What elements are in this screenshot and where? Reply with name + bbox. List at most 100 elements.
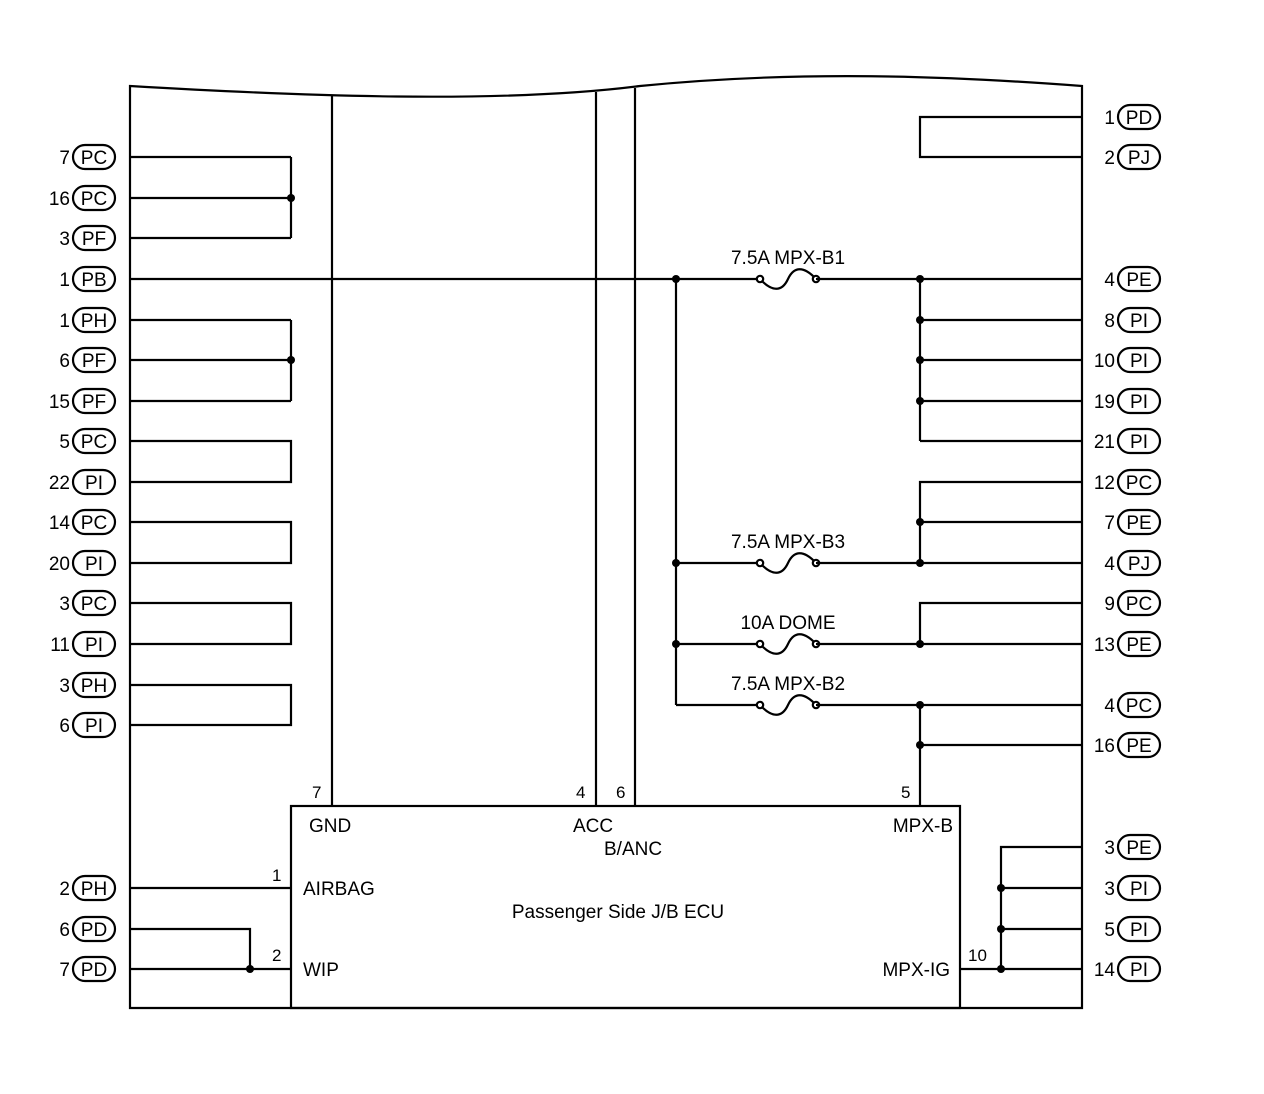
connector-code: PF xyxy=(82,392,106,413)
connector-pin-number: 16 xyxy=(49,189,70,210)
connector-code: PE xyxy=(1126,270,1151,291)
connector-pin-number: 3 xyxy=(1104,879,1115,900)
left-group-2 xyxy=(130,318,295,403)
connector-pin-number: 16 xyxy=(1094,736,1115,757)
ecu-terminal-b-anc: B/ANC xyxy=(604,839,662,860)
connector-pill xyxy=(1116,508,1162,536)
left-connector-18: PD7 xyxy=(59,955,117,983)
connector-code: PJ xyxy=(1128,148,1150,169)
connector-pill xyxy=(1116,630,1162,658)
connector-code: PI xyxy=(1130,311,1148,332)
connector-pin-number: 5 xyxy=(1104,920,1115,941)
ecu-terminal-gnd: GND xyxy=(309,816,351,837)
connector-code: PH xyxy=(81,879,107,900)
ecu-pin-acc: 4 xyxy=(576,783,585,802)
fuse-label-mpx-b3: 7.5A MPX-B3 xyxy=(731,532,845,553)
left-connector-8: PC5 xyxy=(59,427,117,455)
connector-pill xyxy=(1116,833,1162,861)
ecu-pin-mpx-ig: 10 xyxy=(968,946,987,965)
left-loop-3ph-6pi xyxy=(130,683,293,727)
right-connector-9: PE7 xyxy=(1104,508,1162,536)
connector-code: PD xyxy=(81,920,107,941)
fuse-label-mpx-b1: 7.5A MPX-B1 xyxy=(731,248,845,269)
connector-pin-number: 7 xyxy=(1104,513,1115,534)
connector-pin-number: 11 xyxy=(50,635,70,656)
mpx-ig-circuit xyxy=(960,845,1082,973)
left-connector-3: PF 3 xyxy=(59,224,117,252)
left-group-1 xyxy=(130,155,295,240)
connector-pill xyxy=(71,265,117,293)
connector-code: PF xyxy=(82,351,106,372)
connector-pin-number: 10 xyxy=(1094,351,1115,372)
connector-pill xyxy=(71,630,117,658)
connector-code: PI xyxy=(1130,920,1148,941)
ecu-terminal-airbag: AIRBAG xyxy=(303,879,375,900)
connector-code: PC xyxy=(1126,473,1152,494)
connector-pin-number: 3 xyxy=(59,594,70,615)
ecu-terminal-wip: WIP xyxy=(303,960,339,981)
right-connector-8: PC 12 xyxy=(1094,468,1162,496)
ecu-box xyxy=(289,804,962,1010)
connector-pill xyxy=(71,224,117,252)
connector-code: PI xyxy=(1130,351,1148,372)
right-connector-13: PC4 xyxy=(1104,691,1162,719)
connector-code: PI xyxy=(85,473,103,494)
right-connector-2: PJ2 xyxy=(1104,143,1162,171)
ecu-terminal-mpx-ig: MPX-IG xyxy=(882,960,950,981)
connector-pill xyxy=(71,184,117,212)
connector-pin-number: 6 xyxy=(59,716,70,737)
connector-code: PF xyxy=(82,229,106,250)
connector-pin-number: 15 xyxy=(49,392,70,413)
left-connector-1: PC7 xyxy=(59,143,117,171)
ecu-title: Passenger Side J/B ECU xyxy=(512,902,724,923)
connector-code: PB xyxy=(81,270,106,291)
connector-pill xyxy=(1116,731,1162,759)
connector-code: PC xyxy=(1126,594,1152,615)
connector-pill xyxy=(71,549,117,577)
right-connector-5: PI 10 xyxy=(1094,346,1162,374)
left-connector-4: PB 1 xyxy=(59,265,117,293)
connector-pin-number: 12 xyxy=(1094,473,1115,494)
fuse-label-mpx-b2: 7.5A MPX-B2 xyxy=(731,674,845,695)
connector-code: PI xyxy=(85,554,103,575)
connector-pin-number: 9 xyxy=(1104,594,1115,615)
connector-pill xyxy=(1116,589,1162,617)
right-connector-18: PI 14 xyxy=(1094,955,1162,983)
ecu-pin-b-anc: 6 xyxy=(616,783,625,802)
connector-pin-number: 14 xyxy=(1094,960,1116,981)
connector-pin-number: 4 xyxy=(1104,270,1115,291)
connector-pin-number: 14 xyxy=(49,513,71,534)
connector-pin-number: 3 xyxy=(59,229,70,250)
connector-pill xyxy=(1116,468,1162,496)
connector-pill xyxy=(1116,915,1162,943)
right-connector-4: PI8 xyxy=(1104,306,1162,334)
connector-code: PI xyxy=(1130,960,1148,981)
connector-pill xyxy=(71,874,117,902)
connector-pill xyxy=(71,589,117,617)
connector-pill xyxy=(1116,691,1162,719)
left-connector-6: PF 6 xyxy=(59,346,117,374)
left-connector-7: PF 15 xyxy=(49,387,117,415)
connector-code: PD xyxy=(1126,108,1152,129)
connector-pill xyxy=(71,427,117,455)
connector-pill xyxy=(71,508,117,536)
connector-pill xyxy=(1116,346,1162,374)
connector-code: PC xyxy=(81,432,107,453)
right-loop-1pd-2pj xyxy=(918,115,1082,159)
ecu-terminal-acc: ACC xyxy=(573,816,613,837)
connector-pin-number: 1 xyxy=(59,270,70,291)
left-loop-14pc-20pi xyxy=(130,520,293,565)
connector-code: PE xyxy=(1126,838,1151,859)
connector-code: PC xyxy=(1126,696,1152,717)
connector-pill xyxy=(1116,387,1162,415)
connector-pin-number: 6 xyxy=(59,351,70,372)
right-connector-16: PI3 xyxy=(1104,874,1162,902)
connector-pill xyxy=(71,955,117,983)
